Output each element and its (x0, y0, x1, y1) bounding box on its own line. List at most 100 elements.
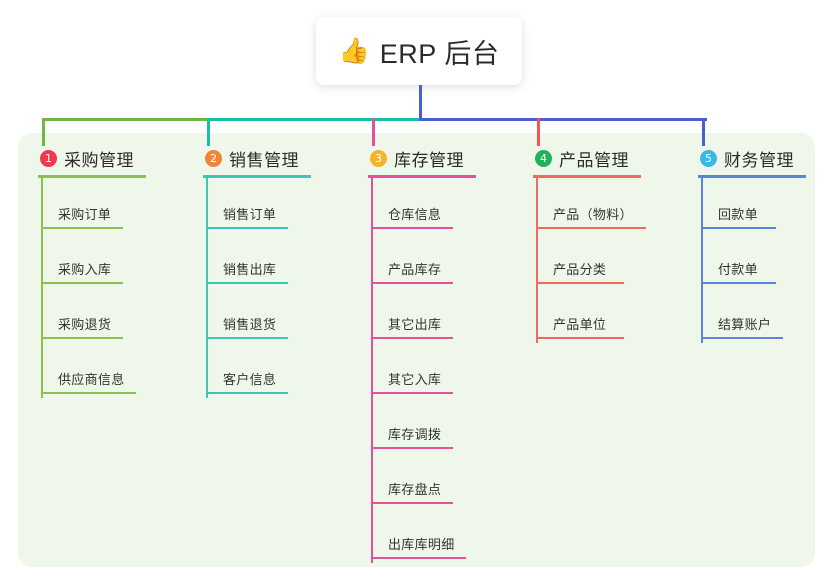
branch-column-2: 2 销售管理销售订单销售出库销售退货客户信息 (203, 146, 353, 398)
branch-item-underline (536, 337, 624, 339)
branch-item[interactable]: 销售订单 (203, 178, 353, 233)
branch-title-underline (533, 175, 641, 178)
branch-item-underline (206, 337, 288, 339)
branch-item-underline (206, 392, 288, 394)
branch-column-1: 1 采购管理采购订单采购入库采购退货供应商信息 (38, 146, 188, 398)
branch-spine (206, 178, 208, 398)
branch-title: 库存管理 (394, 150, 464, 170)
branch-column-5: 5 财务管理回款单付款单结算账户 (698, 146, 839, 343)
branch-item-label: 产品分类 (553, 262, 607, 277)
branch-item-label: 仓库信息 (388, 207, 442, 222)
branch-title: 产品管理 (559, 150, 629, 170)
branch-spine (41, 178, 43, 398)
branch-items: 产品（物料） 产品分类产品单位 (533, 178, 683, 343)
branch-item[interactable]: 仓库信息 (368, 178, 518, 233)
branch-item-label: 销售订单 (223, 207, 277, 222)
branch-header-4[interactable]: 4 产品管理 (533, 146, 683, 170)
branch-item-underline (371, 447, 453, 449)
branch-item-underline (371, 227, 453, 229)
branch-item-underline (41, 227, 123, 229)
branch-spine (371, 178, 373, 563)
connector-bus-segment-1 (42, 118, 210, 121)
branch-item-underline (371, 392, 453, 394)
branch-item[interactable]: 付款单 (698, 233, 839, 288)
branch-item-label: 供应商信息 (58, 372, 125, 387)
branch-items: 销售订单销售出库销售退货客户信息 (203, 178, 353, 398)
branch-item[interactable]: 采购入库 (38, 233, 188, 288)
branch-item-label: 采购订单 (58, 207, 112, 222)
branch-item[interactable]: 出库库明细 (368, 508, 518, 563)
branch-item[interactable]: 其它入库 (368, 343, 518, 398)
branch-item-label: 产品单位 (553, 317, 607, 332)
branch-item-underline (371, 282, 453, 284)
branch-item-label: 出库库明细 (388, 537, 455, 552)
branch-title-underline (38, 175, 146, 178)
branch-item[interactable]: 产品单位 (533, 288, 683, 343)
connector-bus-segment-2 (207, 118, 422, 121)
branch-item[interactable]: 库存调拨 (368, 398, 518, 453)
branch-spine (701, 178, 703, 343)
branch-item[interactable]: 销售退货 (203, 288, 353, 343)
branch-item-underline (206, 227, 288, 229)
branch-number-badge: 4 (535, 149, 552, 167)
connector-drop-2 (207, 118, 210, 146)
branch-items: 仓库信息产品库存其它出库其它入库库存调拨库存盘点出库库明细 (368, 178, 518, 563)
branch-item[interactable]: 结算账户 (698, 288, 839, 343)
branch-number-badge: 1 (40, 149, 57, 167)
branch-item-underline (536, 282, 624, 284)
branch-item-label: 采购退货 (58, 317, 112, 332)
branch-item[interactable]: 销售出库 (203, 233, 353, 288)
branch-column-4: 4 产品管理产品（物料） 产品分类产品单位 (533, 146, 683, 343)
root-node-erp-backend[interactable]: 👍 ERP 后台 (316, 17, 522, 85)
branch-item-label: 库存调拨 (388, 427, 442, 442)
branch-title-underline (368, 175, 476, 178)
branch-number-badge: 2 (205, 149, 222, 167)
branch-item-underline (371, 557, 466, 559)
branch-item-label: 付款单 (718, 262, 758, 277)
connector-drop-1 (42, 118, 45, 146)
branch-item-label: 其它出库 (388, 317, 442, 332)
branch-item-label: 采购入库 (58, 262, 112, 277)
branch-item-underline (536, 227, 646, 229)
branch-items: 采购订单采购入库采购退货供应商信息 (38, 178, 188, 398)
branch-title-underline (698, 175, 806, 178)
branch-item-underline (41, 282, 123, 284)
branch-title: 财务管理 (724, 150, 794, 170)
branch-header-1[interactable]: 1 采购管理 (38, 146, 188, 170)
branch-item-underline (701, 227, 776, 229)
branch-item-underline (206, 282, 288, 284)
connector-bus-segment-3 (419, 118, 707, 121)
root-node-title: ERP 后台 (379, 38, 500, 69)
branch-item-underline (371, 337, 453, 339)
branch-item[interactable]: 采购订单 (38, 178, 188, 233)
branch-item[interactable]: 回款单 (698, 178, 839, 233)
branch-item-underline (701, 337, 783, 339)
branch-item-label: 销售退货 (223, 317, 277, 332)
branch-number-badge: 5 (700, 149, 717, 167)
branch-item-label: 产品（物料） (553, 207, 633, 222)
connector-drop-4 (537, 118, 540, 146)
branch-title: 销售管理 (229, 150, 299, 170)
branch-header-5[interactable]: 5 财务管理 (698, 146, 839, 170)
branch-item[interactable]: 产品（物料） (533, 178, 683, 233)
branch-item[interactable]: 其它出库 (368, 288, 518, 343)
thumbs-up-icon: 👍 (338, 36, 370, 65)
branch-item[interactable]: 客户信息 (203, 343, 353, 398)
branch-item[interactable]: 产品分类 (533, 233, 683, 288)
branch-item-label: 库存盘点 (388, 482, 442, 497)
branch-title: 采购管理 (64, 150, 134, 170)
branch-header-2[interactable]: 2 销售管理 (203, 146, 353, 170)
branch-item[interactable]: 库存盘点 (368, 453, 518, 508)
branch-item[interactable]: 采购退货 (38, 288, 188, 343)
branch-item-underline (371, 502, 453, 504)
branch-title-underline (203, 175, 311, 178)
branch-item-label: 其它入库 (388, 372, 442, 387)
connector-root-drop (419, 85, 422, 121)
branch-item-label: 结算账户 (718, 317, 772, 332)
branch-item[interactable]: 产品库存 (368, 233, 518, 288)
branch-item[interactable]: 供应商信息 (38, 343, 188, 398)
connector-drop-3 (372, 118, 375, 146)
